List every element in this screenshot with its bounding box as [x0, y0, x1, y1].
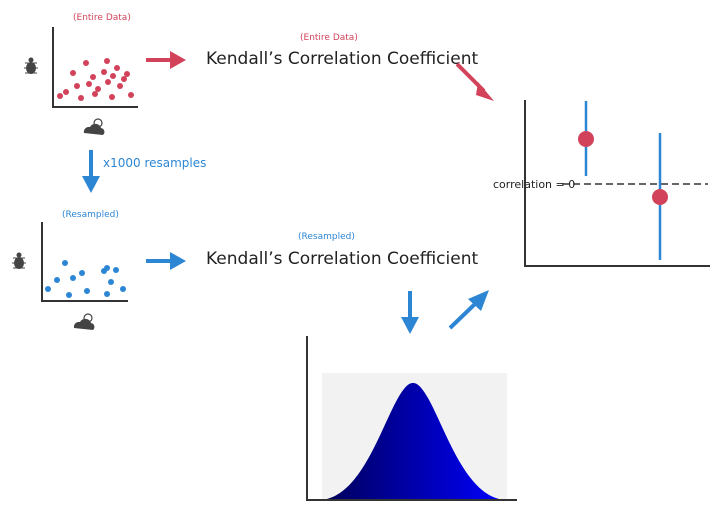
resampled-points — [45, 260, 126, 298]
bug-icon — [24, 57, 38, 74]
entire-data-method-title: Kendall’s Correlation Coefficient — [206, 49, 479, 69]
resampled-method-caption: (Resampled) — [298, 232, 355, 242]
resample-label: x1000 resamples — [103, 156, 207, 170]
entire-data-panel-caption: (Entire Data) — [73, 13, 131, 23]
resampled-scatter — [41, 222, 128, 302]
estimate-point — [578, 131, 594, 147]
arrow-diagonal-icon — [448, 290, 489, 330]
arrow-down-icon — [401, 291, 419, 334]
distribution-curve — [320, 383, 506, 500]
weather-icon — [83, 118, 105, 135]
weather-icon — [73, 313, 95, 330]
arrow-diagonal-icon — [455, 62, 494, 101]
correlation-zero-label: correlation = 0 — [493, 178, 576, 191]
resampled-panel-caption: (Resampled) — [62, 210, 119, 220]
correlation-result-plot — [524, 100, 710, 267]
bootstrap-distribution — [306, 336, 517, 501]
bug-icon — [12, 252, 26, 269]
arrow-right-icon — [146, 51, 186, 69]
entire-data-scatter — [52, 27, 138, 108]
entire-data-method-caption: (Entire Data) — [300, 33, 358, 43]
arrow-down-icon — [82, 150, 100, 193]
resampled-method-title: Kendall’s Correlation Coefficient — [206, 249, 479, 269]
estimate-point — [652, 189, 668, 205]
entire-data-points — [57, 58, 134, 101]
arrow-right-icon — [146, 252, 186, 270]
